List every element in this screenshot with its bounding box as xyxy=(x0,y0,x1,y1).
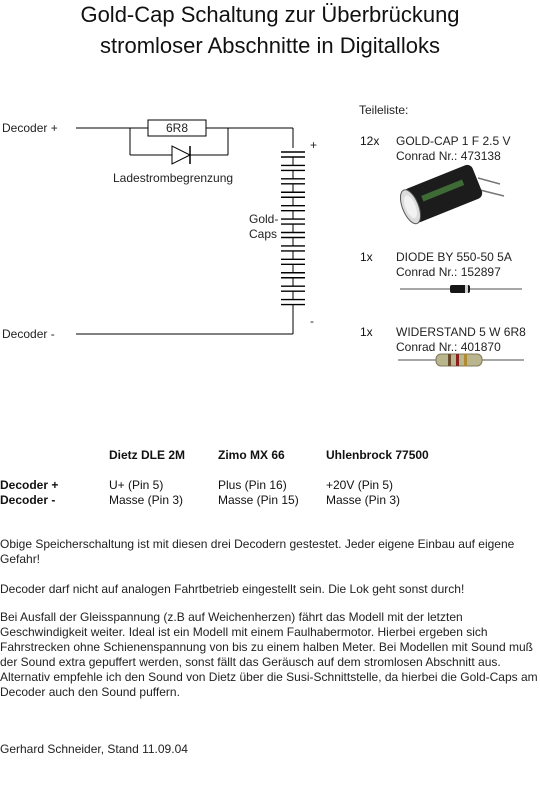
decoder-plus-label: Decoder + xyxy=(2,121,58,135)
part-qty: 12x xyxy=(360,134,380,148)
diode-photo xyxy=(400,285,522,293)
decoder-minus-label: Decoder - xyxy=(2,327,55,341)
resistor-photo xyxy=(398,353,524,367)
part-name: GOLD-CAP 1 F 2.5 V xyxy=(396,134,511,148)
title-line-1: Gold-Cap Schaltung zur Überbrückung xyxy=(80,2,460,27)
col-header-uhlenbrock: Uhlenbrock 77500 xyxy=(326,448,429,462)
caps-label-2: Caps xyxy=(249,227,278,241)
part-order: Conrad Nr.: 473138 xyxy=(396,149,501,163)
part-qty: 1x xyxy=(360,250,373,264)
paragraph-description: Bei Ausfall der Gleisspannung (z.B auf W… xyxy=(0,610,538,699)
part-name: WIDERSTAND 5 W 6R8 xyxy=(396,325,526,339)
capacitor-photo xyxy=(399,164,505,225)
row-label-plus: Decoder + xyxy=(0,478,59,492)
col-header-zimo: Zimo MX 66 xyxy=(218,448,285,462)
minus-sign: - xyxy=(310,314,314,328)
circuit-diagram xyxy=(76,119,305,335)
table-cell: Plus (Pin 16) xyxy=(218,478,287,492)
part-name: DIODE BY 550-50 5A xyxy=(396,250,512,264)
part-qty: 1x xyxy=(360,325,373,339)
table-cell: Masse (Pin 3) xyxy=(326,493,401,507)
plus-sign: + xyxy=(310,138,318,152)
caps-label-1: Gold- xyxy=(249,212,279,226)
title-line-2: stromloser Abschnitte in Digitalloks xyxy=(100,33,440,58)
parts-heading: Teileliste: xyxy=(359,103,409,117)
table-cell: Masse (Pin 3) xyxy=(109,493,184,507)
gold-cap-stack xyxy=(281,151,305,313)
paragraph-tested: Obige Speicherschaltung ist mit diesen d… xyxy=(0,537,515,566)
table-cell: +20V (Pin 5) xyxy=(326,478,394,492)
diode-symbol xyxy=(171,145,192,165)
table-cell: Masse (Pin 15) xyxy=(218,493,299,507)
footer-author: Gerhard Schneider, Stand 11.09.04 xyxy=(0,742,188,756)
col-header-dietz: Dietz DLE 2M xyxy=(109,448,186,462)
resistor-label: 6R8 xyxy=(166,121,189,135)
row-label-minus: Decoder - xyxy=(0,493,56,507)
table-cell: U+ (Pin 5) xyxy=(109,478,164,492)
diode-label: Ladestrombegrenzung xyxy=(113,171,234,185)
paragraph-analog-warning: Decoder darf nicht auf analogen Fahrtbet… xyxy=(0,582,465,596)
part-order: Conrad Nr.: 152897 xyxy=(396,265,501,279)
part-order: Conrad Nr.: 401870 xyxy=(396,340,501,354)
